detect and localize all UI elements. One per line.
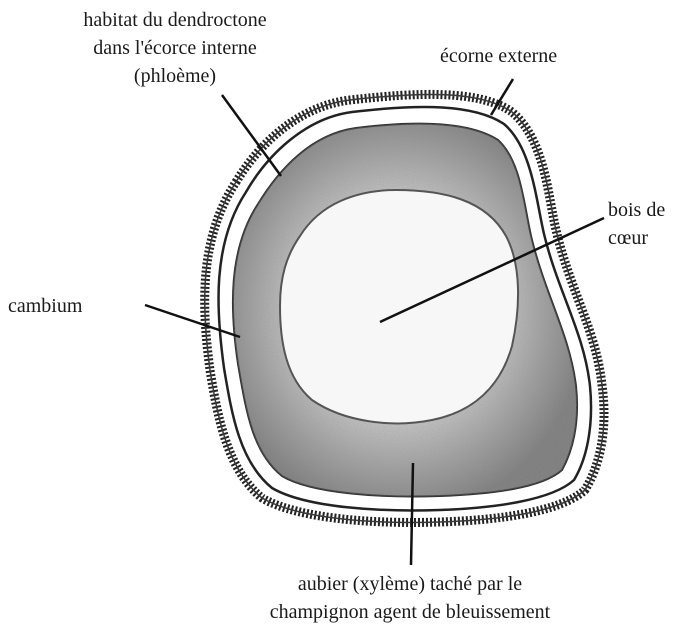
label-heartwood: bois de cœur <box>608 196 665 252</box>
heartwood <box>280 190 518 423</box>
label-sapwood: aubier (xylème) taché par le champignon … <box>240 570 580 626</box>
label-cambium: cambium <box>8 292 82 320</box>
label-heartwood-line2: cœur <box>608 224 665 252</box>
label-habitat-line3: (phloème) <box>50 62 300 90</box>
label-habitat: habitat du dendroctone dans l'écorce int… <box>50 6 300 90</box>
label-sapwood-line2: champignon agent de bleuissement <box>240 598 580 626</box>
label-heartwood-line1: bois de <box>608 196 665 224</box>
label-outer-bark: écorne externe <box>440 42 557 70</box>
label-habitat-line2: dans l'écorce interne <box>50 34 300 62</box>
label-sapwood-line1: aubier (xylème) taché par le <box>240 570 580 598</box>
label-habitat-line1: habitat du dendroctone <box>50 6 300 34</box>
